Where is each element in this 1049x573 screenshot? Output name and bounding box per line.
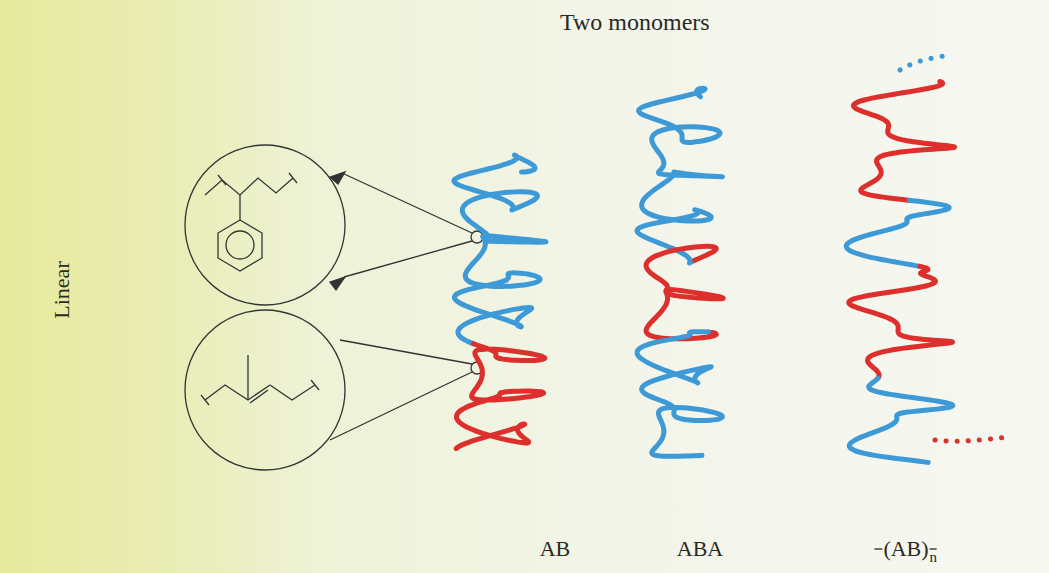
row-label: Linear [51,261,73,318]
chain-continuation [935,437,1010,441]
block-label: AB [540,538,571,560]
polymer-block [637,88,722,263]
polymer-block [853,81,954,200]
zoom-circle [185,310,345,470]
polymer-block [849,378,953,462]
polymer-block [846,200,949,266]
polymer-block [456,344,545,449]
zoom-circle [185,145,345,305]
benzene-ring [218,220,262,271]
isoprene-chain [205,385,270,400]
notation-bar [874,548,882,549]
leader-line [330,372,472,440]
polymer-block [637,332,722,457]
chain-continuation [900,55,950,70]
leader-line [344,241,472,277]
monomer-structures [185,145,483,470]
arrow-head [330,277,345,290]
arrow-head [330,172,345,184]
title: Two monomers [560,10,710,34]
styrene-chain [205,178,293,195]
polymer-block [454,155,546,344]
block-label: ABA [677,538,723,560]
leader-line [340,340,472,364]
polymer-block [646,246,723,338]
polymer-block [849,266,953,378]
subscript: n [930,550,938,565]
block-label: (AB) [883,538,928,560]
